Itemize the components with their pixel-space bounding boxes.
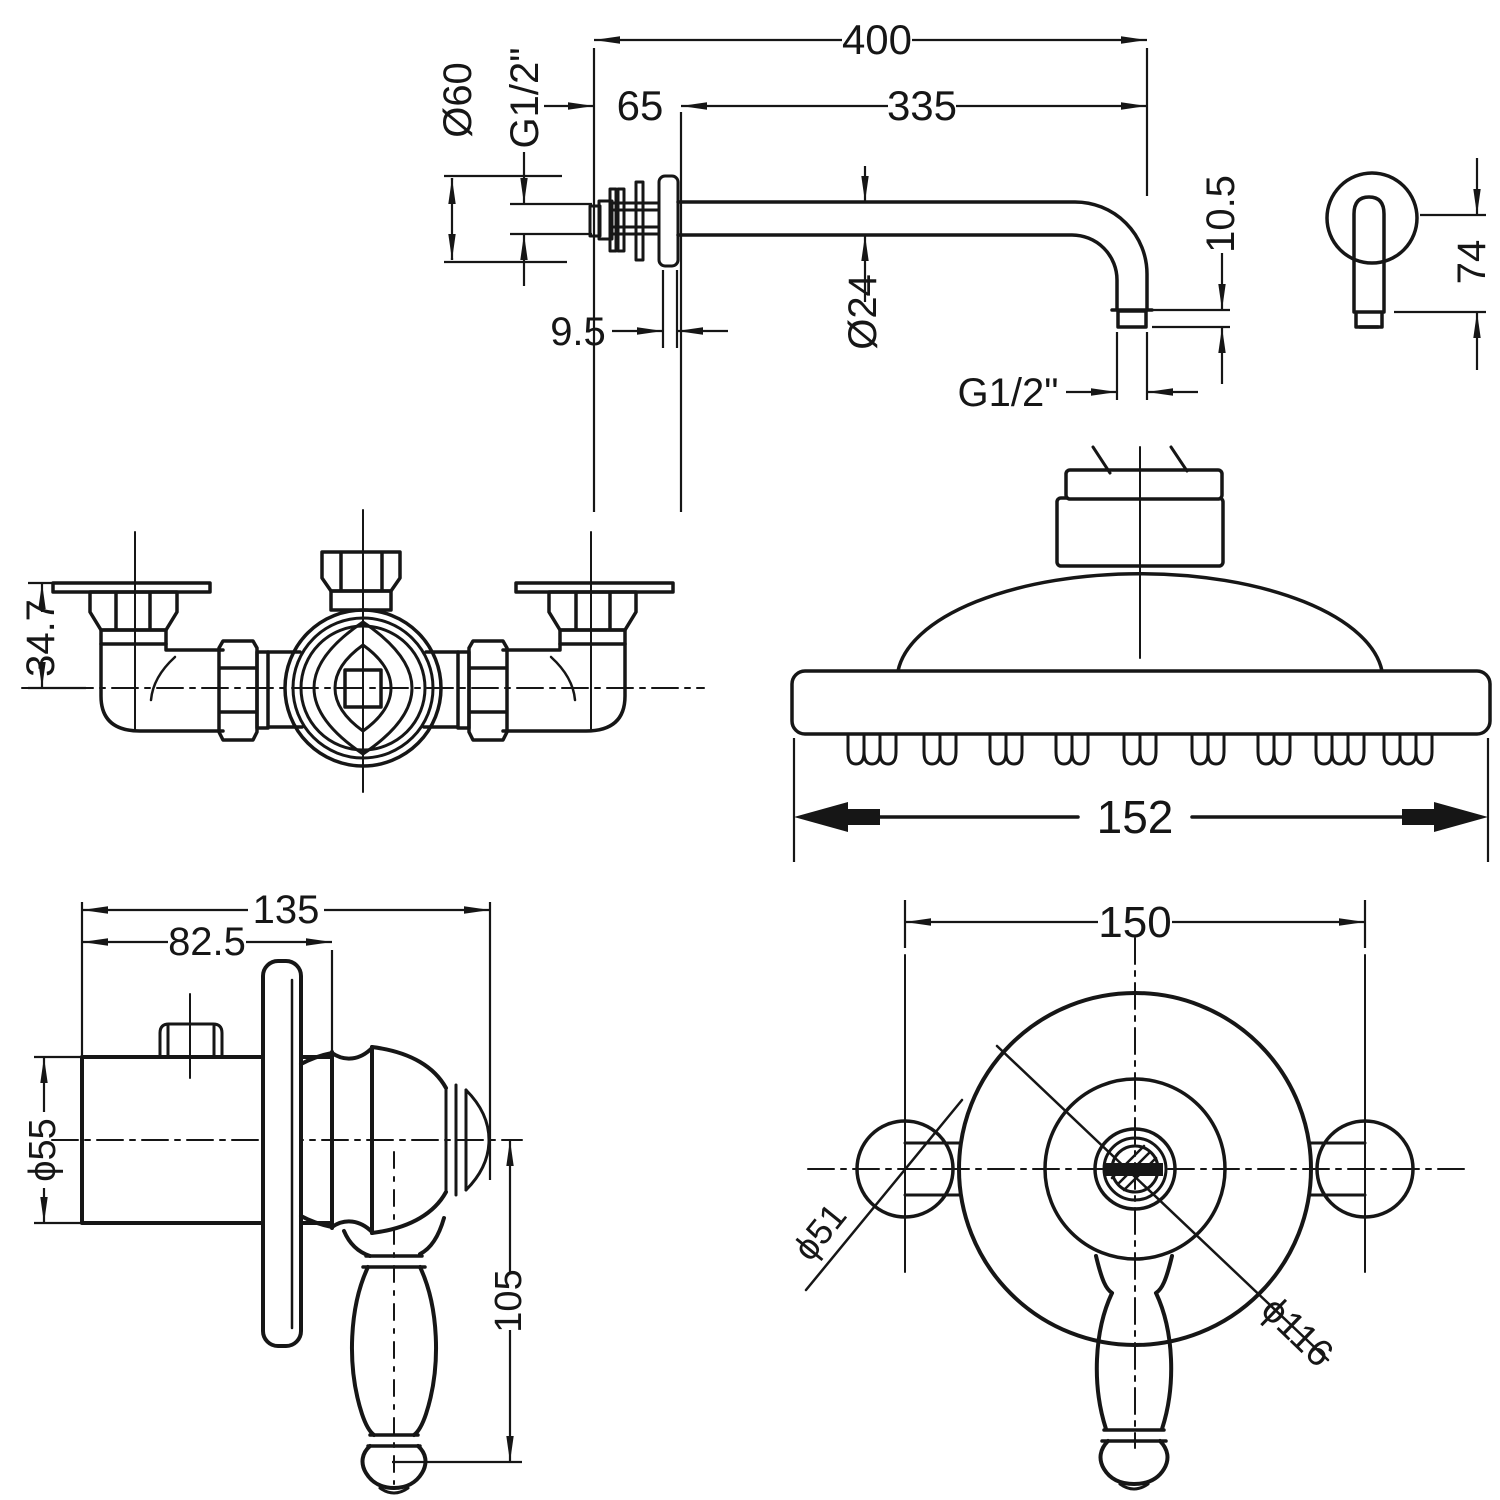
valve-top-body	[283, 550, 443, 768]
view-shower-head: 152	[790, 445, 1492, 862]
dim-overall-length-label: 400	[842, 16, 912, 63]
head-dimension	[792, 738, 1490, 862]
valve-top-left-union	[51, 581, 304, 742]
view-valve-top: 34.7	[19, 509, 705, 793]
dim-valve-overall-depth-label: 135	[253, 888, 320, 932]
dim-flange-diameter-label: Ø60	[436, 62, 480, 138]
dim-outlet-thread-label: G1/2"	[958, 371, 1059, 415]
arm-extension-lines	[444, 48, 1230, 512]
arm-end-extension-lines	[1394, 213, 1486, 314]
arm-end-flange	[1325, 171, 1419, 329]
view-shower-arm-end: 74	[1325, 158, 1494, 370]
valve-front-handle	[1094, 1254, 1174, 1491]
valve-front-leader-lines	[804, 1044, 1330, 1362]
arm-dimension-lines	[448, 36, 1226, 396]
dim-flange-thickness-label: 9.5	[550, 310, 606, 354]
dim-wall-thread-label: G1/2"	[503, 48, 547, 149]
dim-valve-body-diameter-label: ϕ55	[22, 1118, 64, 1182]
dim-valve-wall-depth-label: 34.7	[19, 599, 63, 677]
dim-valve-body-depth-label: 82.5	[168, 920, 246, 964]
dim-arm-drop-label: 74	[1450, 240, 1494, 285]
dim-head-diameter-label: 152	[1097, 791, 1174, 843]
view-valve-front: 150 ϕ51 ϕ116	[785, 898, 1469, 1491]
dim-knob-diameter-label: ϕ51	[785, 1195, 855, 1268]
dim-pipe-diameter-label: Ø24	[841, 274, 885, 350]
arm-wall-fixing	[588, 174, 680, 268]
valve-top-dimension	[28, 581, 86, 690]
dim-wall-offset-label: 65	[617, 82, 664, 129]
valve-side-backplate	[261, 959, 303, 1348]
dim-union-centres-label: 150	[1098, 898, 1171, 947]
valve-side-control-head	[299, 1045, 491, 1235]
view-shower-arm-side: 400 65 335 Ø60 G1/2" 9.5 Ø24 10.5 G1/2"	[436, 16, 1243, 512]
valve-side-dimension-lines	[40, 906, 514, 1462]
valve-side-handle	[342, 1216, 446, 1495]
dim-arm-length-label: 335	[887, 82, 957, 129]
dim-nozzle-height-label: 10.5	[1199, 175, 1243, 253]
valve-front-dimension	[903, 900, 1367, 948]
view-valve-side: 135 82.5 ϕ55 105	[22, 888, 530, 1495]
arm-pipe	[676, 200, 1154, 329]
valve-front-centerlines	[807, 937, 1469, 1449]
head-rim	[790, 669, 1492, 736]
head-nozzles	[846, 732, 1434, 766]
valve-front-knob-connectors	[903, 1141, 1367, 1197]
valve-top-right-union	[422, 581, 675, 742]
dim-handle-drop-label: 105	[488, 1269, 530, 1332]
